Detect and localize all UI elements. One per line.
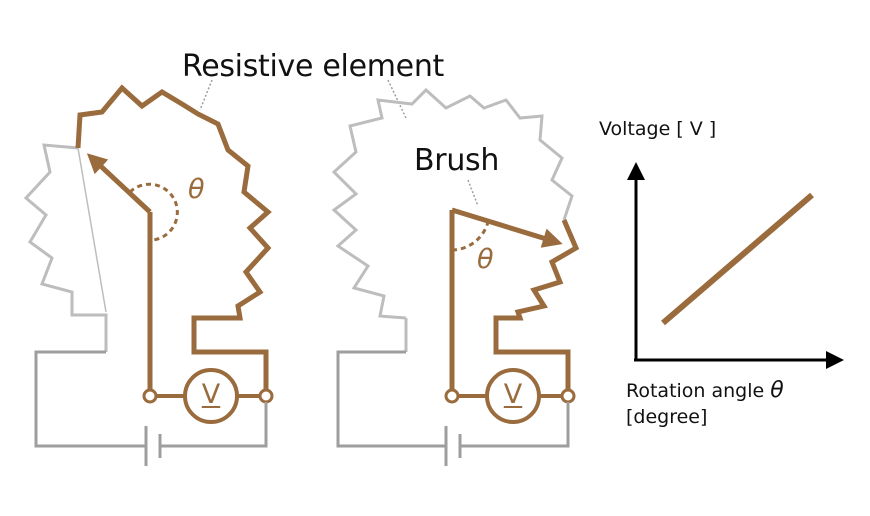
middle-angle-arc [451,221,490,252]
rotation-axis-label: Rotation angle θ [626,380,784,402]
left-resistive-active [75,84,272,396]
rotation-axis-unit-label: [degree] [626,406,708,428]
middle-battery-wire [336,350,446,448]
middle-resistive-inactive [331,87,574,320]
rotation-axis-theta: θ [770,378,784,403]
middle-brush-arrow [451,207,563,248]
resistive-element-label: Resistive element [182,49,444,84]
brush-leader [467,179,479,207]
voltage-axis-label: Voltage [ V ] [599,118,717,140]
left-voltmeter [183,368,239,424]
left-battery-wire [34,350,146,448]
voltage-graph [627,162,844,369]
left-theta-label: θ [188,174,205,205]
left-resistive-edge [77,147,107,313]
graph-voltage-line [661,192,814,326]
middle-terminal-a [444,388,460,404]
left-voltmeter-label: V [201,379,221,410]
middle-terminal-b [560,388,576,404]
left-resistive-inactive [23,143,108,352]
middle-voltmeter-label: V [503,379,523,410]
resistive-leader-left [199,79,213,111]
brush-label: Brush [414,143,500,178]
rotation-axis-text: Rotation angle [626,380,771,402]
left-angle-arc [128,182,179,242]
left-terminal-a [142,388,158,404]
middle-resistive-active [493,219,580,396]
middle-potentiometer [331,87,580,466]
middle-voltmeter [485,368,541,424]
middle-theta-label: θ [477,244,494,275]
left-terminal-b [258,388,274,404]
left-potentiometer [23,84,274,466]
left-battery-wire-right [160,402,268,448]
resistive-leader-right [387,79,407,119]
middle-battery-wire-right [460,402,570,448]
left-brush-arrow [86,153,152,214]
